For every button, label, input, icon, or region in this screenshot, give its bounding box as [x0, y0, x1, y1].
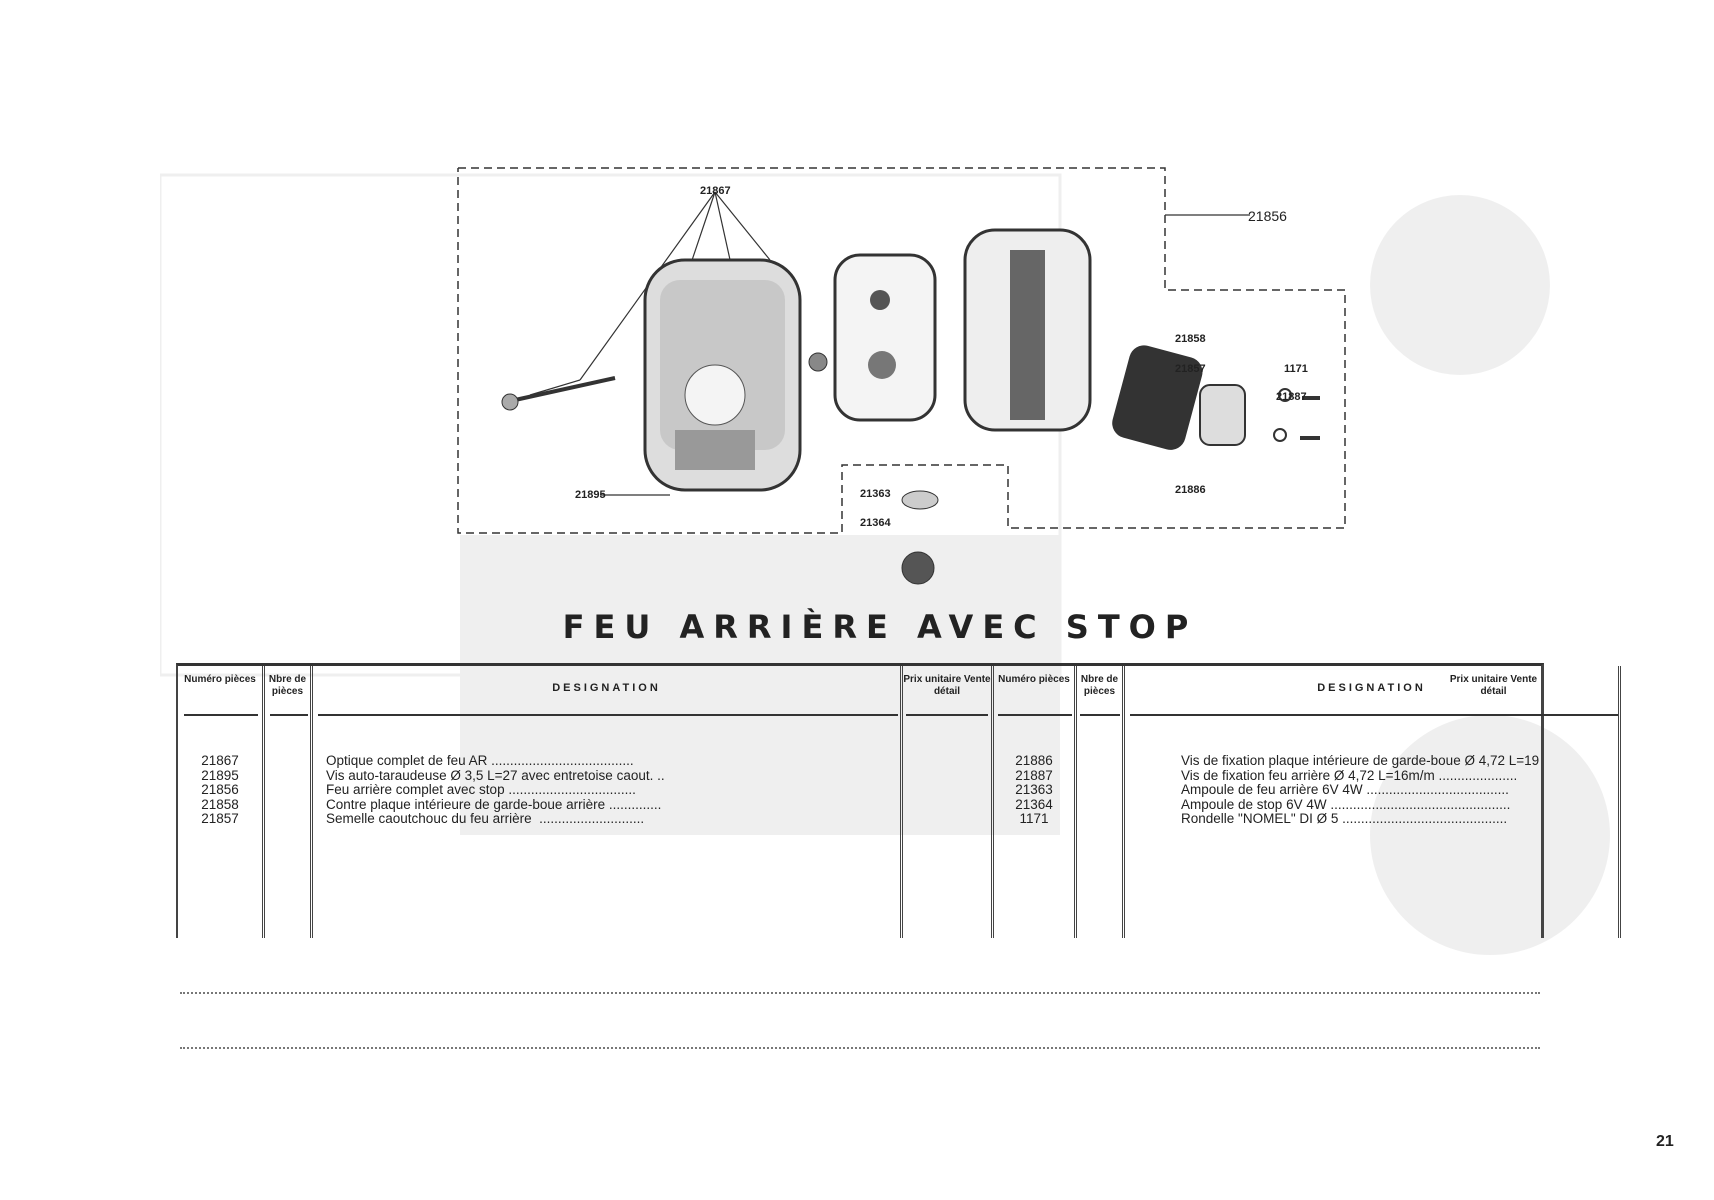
exploded-parts-diagram: [457, 167, 1346, 585]
designation: Ampoule de stop 6V 4W ..................…: [1181, 796, 1511, 812]
designation: Rondelle "NOMEL" DI Ø 5 ................…: [1181, 811, 1508, 826]
part-number: 21895: [201, 767, 239, 783]
callout-21895: 21895: [575, 489, 606, 501]
part-number: 21887: [1015, 767, 1053, 783]
bleed-through-background: [160, 173, 1610, 955]
part-number: 21857: [201, 811, 239, 826]
header-designation-right: DESIGNATION: [1317, 682, 1426, 694]
header-prix-right: Prix unitaire Vente détail: [1449, 674, 1538, 697]
notes-line: [180, 1047, 1540, 1049]
part-number: 21886: [1015, 753, 1053, 768]
left-part-numbers: 21867 21895 21856 21858 21857: [178, 753, 262, 827]
designation: Semelle caoutchouc du feu arrière ......…: [326, 811, 645, 826]
designation: Vis auto-taraudeuse Ø 3,5 L=27 avec entr…: [326, 767, 665, 783]
header-prix: Prix unitaire Vente détail: [903, 674, 991, 697]
designation: Contre plaque intérieure de garde-boue a…: [326, 796, 662, 812]
callout-21867: 21867: [700, 185, 731, 197]
callout-21364: 21364: [860, 517, 891, 529]
designation: Optique complet de feu AR ..............…: [326, 754, 634, 768]
right-part-numbers: 21886 21887 21363 21364 1171: [994, 753, 1074, 827]
header-nbre: Nbre de pièces: [268, 674, 307, 697]
header-numero-right: Numéro pièces: [998, 674, 1070, 685]
callout-21858: 21858: [1175, 333, 1206, 345]
header-numero: Numéro pièces: [184, 674, 256, 685]
page-number: 21: [1656, 1133, 1674, 1150]
callout-21886: 21886: [1175, 484, 1206, 496]
part-number: 21867: [201, 753, 239, 768]
header-designation: DESIGNATION: [552, 682, 661, 694]
callout-21887: 21887: [1276, 391, 1307, 403]
part-number: 21364: [1015, 796, 1053, 812]
callout-21857: 21857: [1175, 363, 1206, 375]
parts-table: Numéro pièces Nbre de pièces DESIGNATION…: [176, 663, 1621, 938]
designation: Vis de fixation plaque intérieure de gar…: [1181, 754, 1540, 768]
callout-1171: 1171: [1284, 363, 1308, 375]
designation: Feu arrière complet avec stop ..........…: [326, 782, 636, 797]
callout-21363: 21363: [860, 488, 891, 500]
right-designations: Vis de fixation plaque intérieure de gar…: [1181, 754, 1621, 827]
designation: Vis de fixation feu arrière Ø 4,72 L=16m…: [1181, 767, 1518, 783]
part-number: 1171: [1019, 811, 1049, 826]
notes-line: [180, 992, 1540, 994]
designation: Ampoule de feu arrière 6V 4W ...........…: [1181, 782, 1509, 797]
rubber-pad: [1112, 345, 1203, 450]
callout-21856: 21856: [1248, 208, 1287, 224]
left-designations: Optique complet de feu AR ..............…: [326, 754, 896, 827]
part-number: 21856: [201, 782, 239, 797]
page-title: FEU ARRIÈRE AVEC STOP: [562, 608, 1198, 646]
part-number: 21858: [201, 796, 239, 812]
header-nbre-right: Nbre de pièces: [1080, 674, 1119, 697]
gasket: [833, 253, 937, 422]
part-number: 21363: [1015, 782, 1053, 797]
